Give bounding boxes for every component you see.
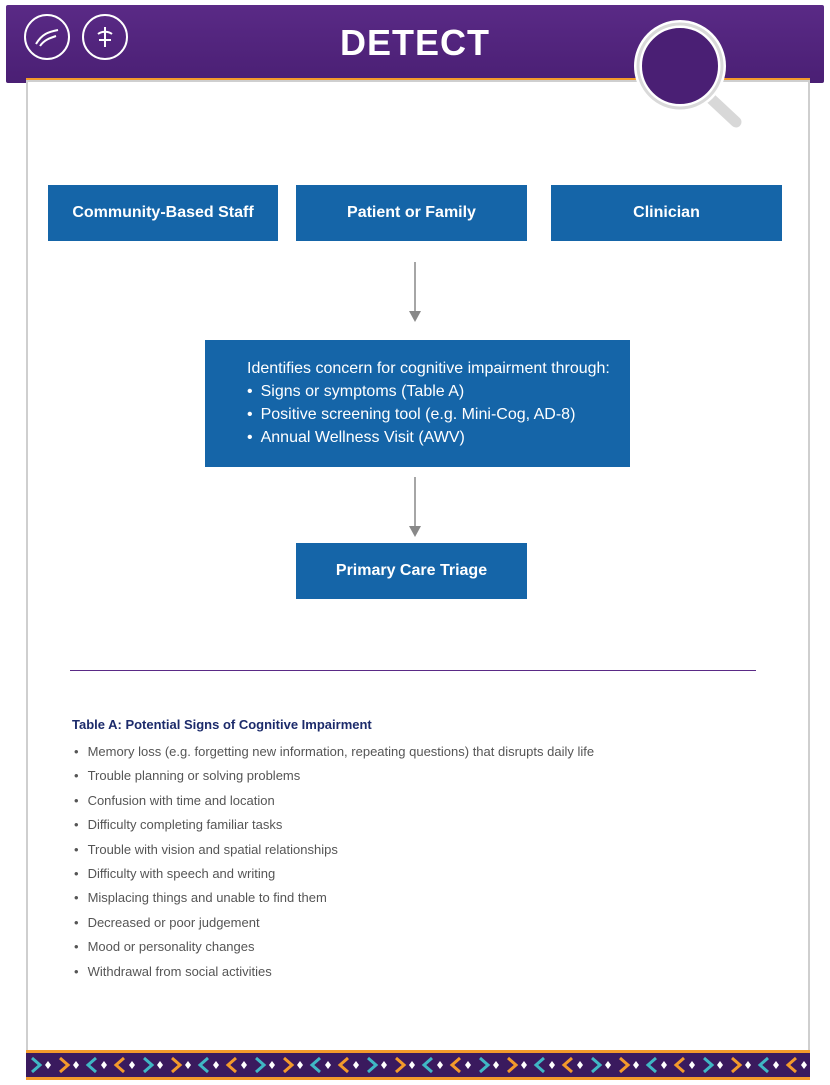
- pattern-chevron: [645, 1056, 657, 1074]
- source-patient-family-box: Patient or Family: [296, 185, 527, 241]
- pattern-chevron: [673, 1056, 685, 1074]
- pattern-diamond: [773, 1061, 779, 1069]
- pattern-diamond: [493, 1061, 499, 1069]
- pattern-diamond: [297, 1061, 303, 1069]
- concern-box: Identifies concern for cognitive impairm…: [205, 340, 630, 467]
- table-a-item: Trouble with vision and spatial relation…: [74, 841, 594, 865]
- pattern-chevron: [283, 1056, 295, 1074]
- concern-lead-text: Identifies concern for cognitive impairm…: [247, 360, 610, 377]
- concern-item: Annual Wellness Visit (AWV): [247, 426, 630, 449]
- pattern-diamond: [269, 1061, 275, 1069]
- pattern-chevron: [591, 1056, 603, 1074]
- pattern-chevron: [31, 1056, 43, 1074]
- pattern-diamond: [213, 1061, 219, 1069]
- pattern-chevron: [143, 1056, 155, 1074]
- table-a-item: Mood or personality changes: [74, 938, 594, 962]
- pattern-chevron: [731, 1056, 743, 1074]
- pattern-diamond: [101, 1061, 107, 1069]
- pattern-chevron: [59, 1056, 71, 1074]
- table-a-item: Difficulty with speech and writing: [74, 865, 594, 889]
- pattern-diamond: [129, 1061, 135, 1069]
- pattern-chevron: [785, 1056, 797, 1074]
- pattern-diamond: [549, 1061, 555, 1069]
- pattern-diamond: [325, 1061, 331, 1069]
- pattern-chevron: [85, 1056, 97, 1074]
- pattern-diamond: [689, 1061, 695, 1069]
- source-community-staff-label: Community-Based Staff: [72, 204, 254, 221]
- pattern-diamond: [661, 1061, 667, 1069]
- pattern-diamond: [45, 1061, 51, 1069]
- pattern-diamond: [409, 1061, 415, 1069]
- pattern-chevron: [421, 1056, 433, 1074]
- table-a-list: Memory loss (e.g. forgetting new informa…: [74, 743, 595, 987]
- pattern-diamond: [633, 1061, 639, 1069]
- pattern-diamond: [717, 1061, 723, 1069]
- table-a-item: Trouble planning or solving problems: [74, 767, 594, 791]
- pattern-diamond: [437, 1061, 443, 1069]
- source-clinician-label: Clinician: [633, 204, 700, 221]
- table-a-title: Table A: Potential Signs of Cognitive Im…: [72, 717, 372, 732]
- table-a-item: Confusion with time and location: [74, 792, 594, 816]
- pattern-chevron: [479, 1056, 491, 1074]
- table-a-item: Difficulty completing familiar tasks: [74, 816, 594, 840]
- pattern-chevron: [449, 1056, 461, 1074]
- pattern-diamond: [465, 1061, 471, 1069]
- pattern-chevron: [171, 1056, 183, 1074]
- pattern-diamond: [381, 1061, 387, 1069]
- pattern-diamond: [353, 1061, 359, 1069]
- pattern-chevron: [619, 1056, 631, 1074]
- pattern-diamond: [605, 1061, 611, 1069]
- magnifier-icon: [628, 14, 768, 134]
- ihs-seal-icon: [82, 14, 128, 60]
- page-title: DETECT: [340, 22, 490, 63]
- pattern-diamond: [185, 1061, 191, 1069]
- pattern-diamond: [157, 1061, 163, 1069]
- concern-list: Signs or symptoms (Table A) Positive scr…: [247, 380, 630, 449]
- pattern-chevron: [703, 1056, 715, 1074]
- pattern-chevron: [337, 1056, 349, 1074]
- bottom-pattern-strip: [26, 1050, 810, 1080]
- pattern-chevron: [197, 1056, 209, 1074]
- pattern-diamond: [73, 1061, 79, 1069]
- source-clinician-box: Clinician: [551, 185, 782, 241]
- pattern-chevron: [533, 1056, 545, 1074]
- pattern-diamond: [521, 1061, 527, 1069]
- pattern-chevron: [395, 1056, 407, 1074]
- pattern-chevron: [225, 1056, 237, 1074]
- primary-care-triage-label: Primary Care Triage: [335, 562, 488, 579]
- concern-item: Positive screening tool (e.g. Mini-Cog, …: [247, 403, 630, 426]
- pattern-chevron: [507, 1056, 519, 1074]
- pattern-chevron: [561, 1056, 573, 1074]
- table-a-item: Decreased or poor judgement: [74, 914, 594, 938]
- primary-care-triage-box: Primary Care Triage: [296, 543, 527, 599]
- source-community-staff-box: Community-Based Staff: [48, 185, 278, 241]
- down-arrow-1: [409, 262, 421, 322]
- pattern-diamond: [241, 1061, 247, 1069]
- concern-item: Signs or symptoms (Table A): [247, 380, 630, 403]
- table-a-item: Memory loss (e.g. forgetting new informa…: [74, 743, 595, 767]
- header-logos: [24, 14, 128, 60]
- pattern-diamond: [577, 1061, 583, 1069]
- pattern-diamond: [745, 1061, 751, 1069]
- table-a-item: Withdrawal from social activities: [74, 963, 594, 987]
- table-a-item: Misplacing things and unable to find the…: [74, 889, 594, 913]
- hhs-seal-icon: [24, 14, 70, 60]
- pattern-chevron: [255, 1056, 267, 1074]
- pattern-chevron: [757, 1056, 769, 1074]
- pattern-chevron: [113, 1056, 125, 1074]
- pattern-chevron: [367, 1056, 379, 1074]
- section-divider: [70, 670, 756, 671]
- down-arrow-2: [409, 477, 421, 537]
- source-patient-family-label: Patient or Family: [347, 204, 476, 221]
- pattern-chevron: [309, 1056, 321, 1074]
- pattern-diamond: [801, 1061, 807, 1069]
